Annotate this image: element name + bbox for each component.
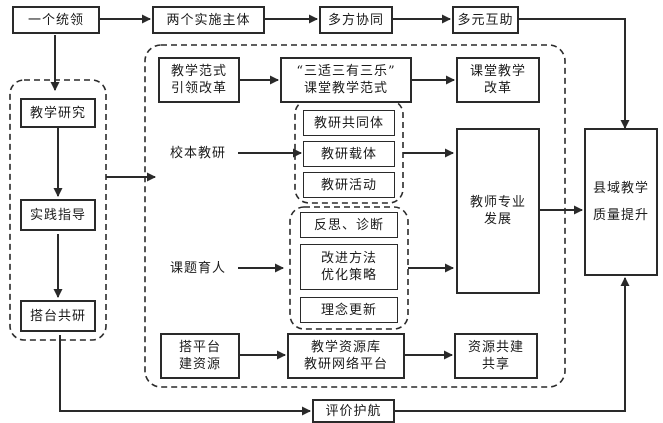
evaluation-escort-box: 评价护航	[312, 399, 395, 423]
research-carrier-box: 教研载体	[303, 141, 395, 167]
main-dashed-group	[144, 44, 566, 388]
left-dashed-group	[9, 79, 107, 341]
resource-sharing-box: 资源共建 共享	[454, 333, 538, 379]
county-quality-box: 县域教学 质量提升	[584, 128, 658, 276]
resource-platform-box: 教学资源库 教研网络平台	[287, 333, 405, 379]
multi-coordination-box: 多方协同	[319, 6, 393, 34]
school-based-research-label: 校本教研	[169, 145, 226, 161]
classroom-reform-box: 课堂教学 改革	[456, 57, 540, 103]
three-fit-model-box: “三适三有三乐” 课堂教学范式	[280, 57, 412, 103]
reflection-diagnosis-box: 反思、诊断	[300, 212, 398, 238]
improve-methods-box: 改进方法 优化策略	[300, 244, 398, 290]
research-community-box: 教研共同体	[303, 110, 395, 136]
concept-update-box: 理念更新	[300, 297, 398, 323]
platform-co-research-box: 搭台共研	[20, 300, 96, 332]
arrow-platform-to-evaluation	[59, 335, 311, 416]
teacher-development-box: 教师专业 发展	[456, 128, 540, 294]
arrow-aid-to-quality	[519, 18, 630, 129]
research-activity-box: 教研活动	[303, 172, 395, 198]
arrow-evaluation-to-quality	[395, 277, 630, 412]
practice-guidance-box: 实践指导	[20, 199, 96, 231]
model-leads-reform-box: 教学范式 引领改革	[158, 57, 240, 103]
diversified-mutual-aid-box: 多元互助	[452, 6, 519, 34]
topic-dashed-group	[289, 206, 409, 330]
topic-training-label: 课题育人	[169, 260, 226, 276]
teaching-research-box: 教学研究	[20, 98, 96, 128]
two-subjects-box: 两个实施主体	[152, 6, 265, 34]
unified-leadership-box: 一个统领	[12, 6, 100, 34]
build-platform-box: 搭平台 建资源	[160, 333, 240, 379]
